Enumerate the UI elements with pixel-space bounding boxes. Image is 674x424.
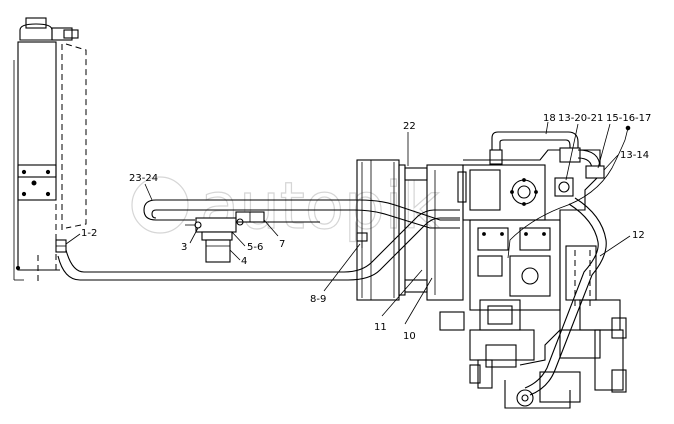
labels: 1-2 3 4 5-6 7 8-9 10 11 12 13-14 13-20-2…: [81, 113, 651, 342]
wire-13-14: [507, 125, 631, 259]
watermark-text: autopik: [200, 170, 440, 244]
label-12: 12: [632, 230, 645, 241]
label-3: 3: [181, 242, 187, 253]
label-18: 18: [543, 113, 556, 124]
fitting-13-20-21: [554, 177, 574, 197]
label-13-20-21: 13-20-21: [558, 113, 603, 124]
fitting-1-2: [55, 239, 67, 253]
label-13-14: 13-14: [620, 150, 649, 161]
filter-assembly: [185, 217, 320, 263]
label-4: 4: [241, 256, 247, 267]
pipe-18: [491, 131, 605, 179]
label-15-16-17: 15-16-17: [606, 113, 651, 124]
label-10: 10: [403, 331, 416, 342]
pump-block: [439, 149, 627, 409]
label-5-6: 5-6: [247, 242, 263, 253]
label-11: 11: [374, 322, 387, 333]
flywheel-housing: [356, 159, 464, 301]
radiator: [13, 17, 87, 285]
upper-hose: [143, 199, 460, 229]
label-8-9: 8-9: [310, 294, 326, 305]
label-22: 22: [403, 121, 416, 132]
callout-lines: [65, 121, 631, 325]
label-23-24: 23-24: [129, 173, 158, 184]
watermark: autopik: [131, 169, 440, 245]
label-7: 7: [279, 239, 285, 250]
pipe-12: [524, 197, 607, 396]
label-1-2: 1-2: [81, 228, 97, 239]
